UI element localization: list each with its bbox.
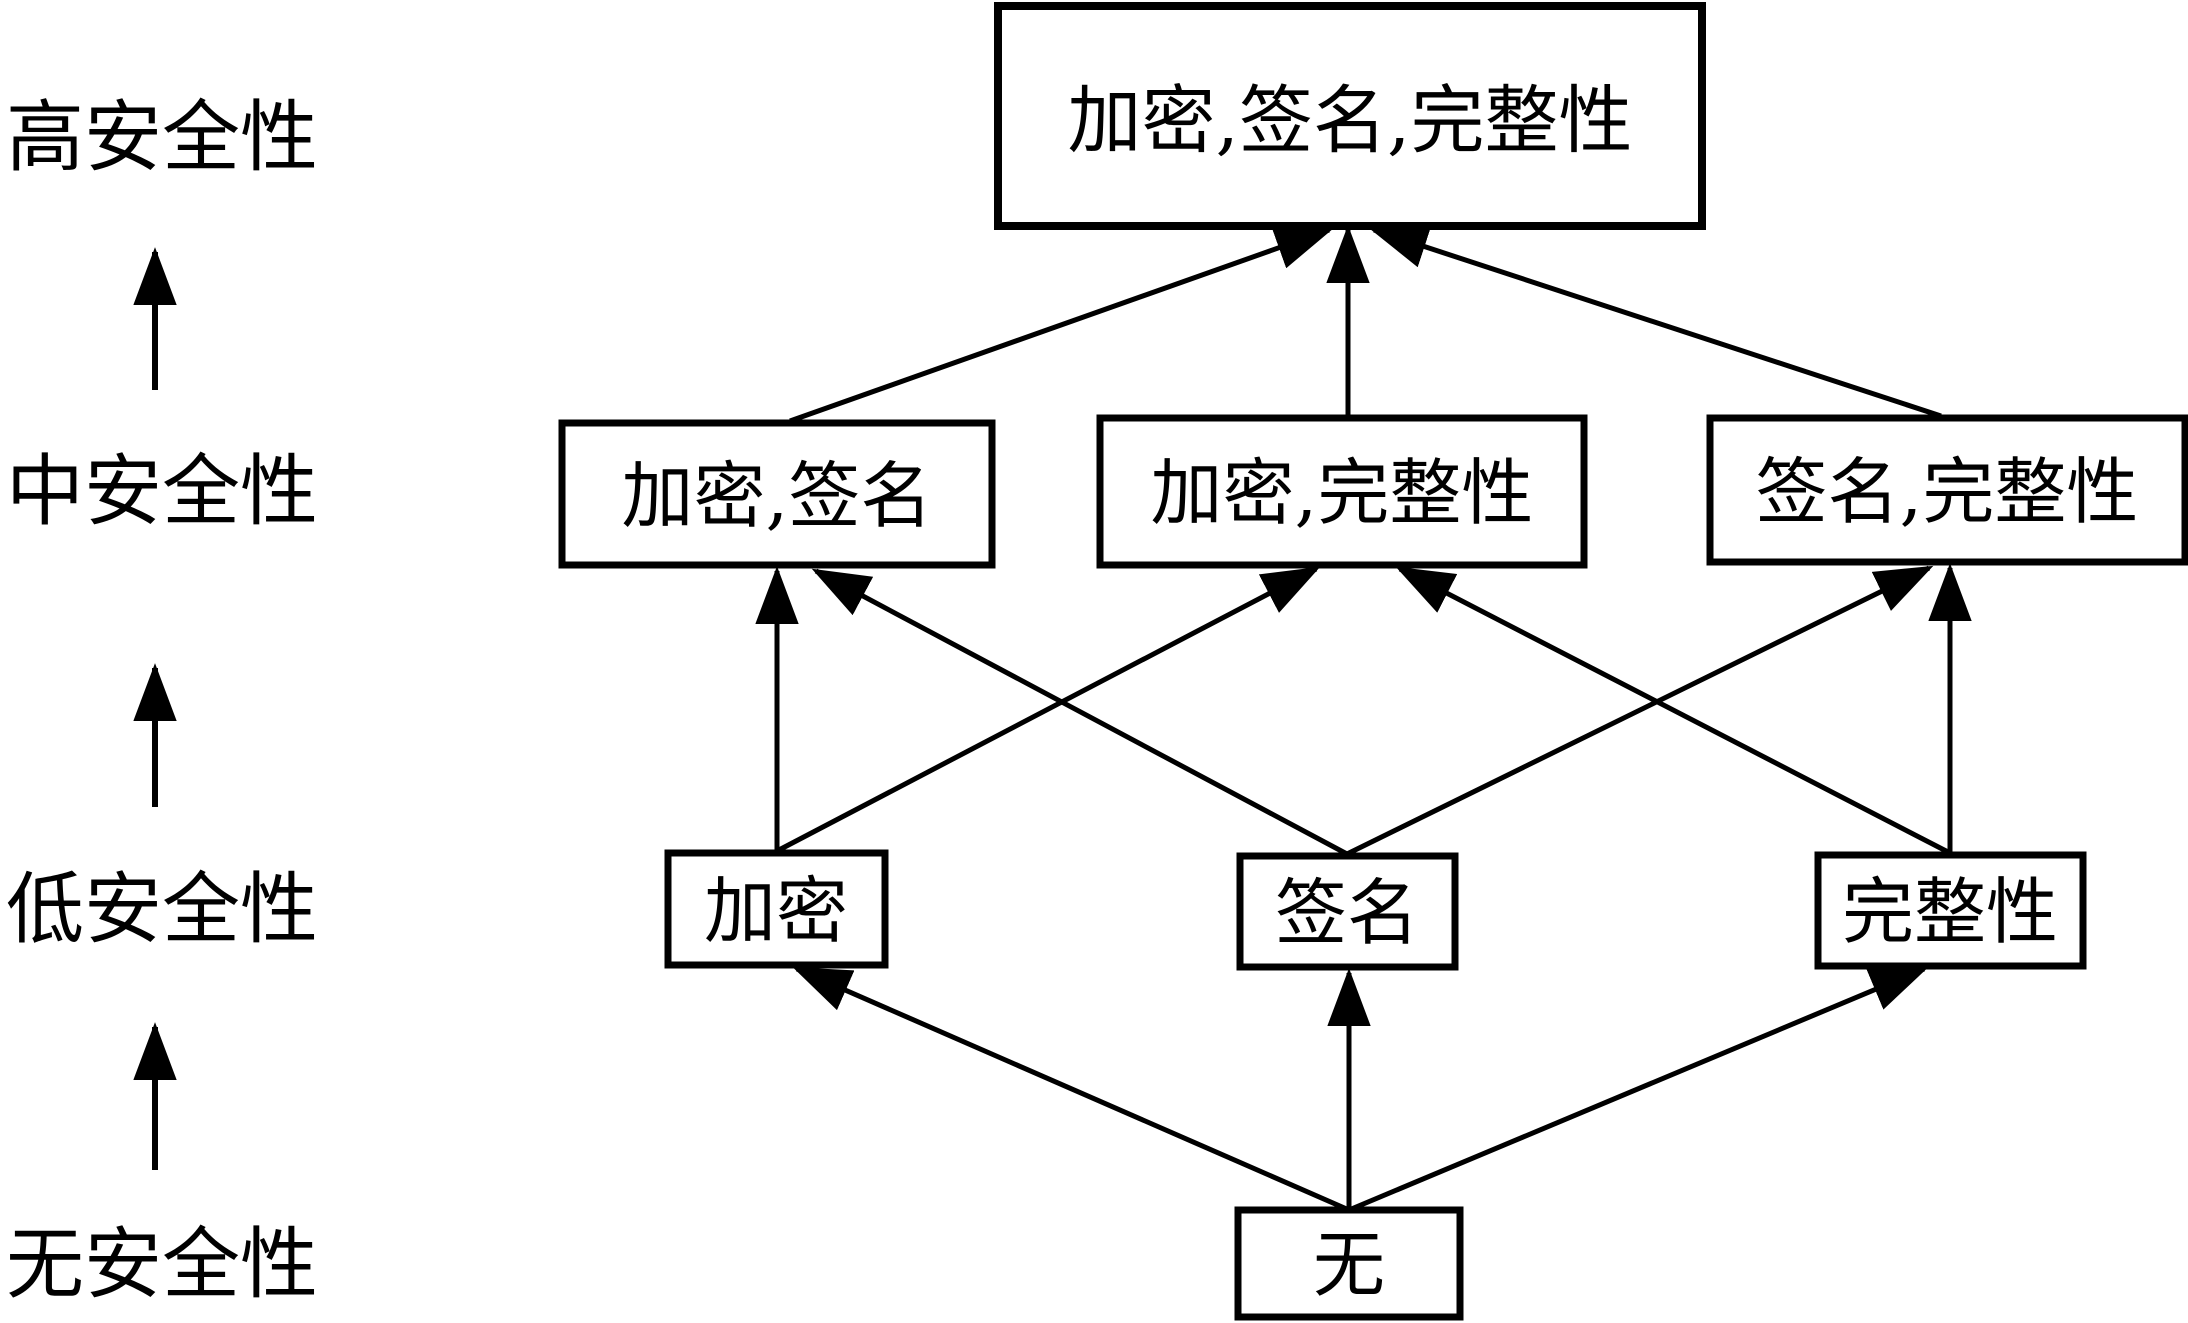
node-enc-sig-label: 加密,签名 xyxy=(622,454,933,538)
side-label-low-security: 低安全性 xyxy=(6,865,318,955)
edge-sig-to-sig-int xyxy=(1345,565,1934,857)
side-label-no-security: 无安全性 xyxy=(6,1220,318,1310)
node-sig-label: 签名 xyxy=(1275,871,1419,955)
edge-sig-int-to-top xyxy=(1369,225,1942,419)
node-sig-int-box xyxy=(1706,414,2188,566)
side-label-medium-security: 中安全性 xyxy=(6,447,318,537)
node-int-box xyxy=(1814,851,2087,970)
node-none-label: 无 xyxy=(1313,1223,1385,1307)
edge-sig-to-enc-sig xyxy=(811,568,1349,857)
edge-enc-to-enc-int xyxy=(775,566,1321,854)
node-enc-int-box xyxy=(1096,414,1588,569)
side-label-high-security: 高安全性 xyxy=(6,93,318,183)
node-none-box xyxy=(1234,1206,1464,1321)
node-sig-box xyxy=(1236,852,1459,971)
node-enc-sig-box xyxy=(558,419,996,569)
edge-enc-sig-to-top xyxy=(789,227,1334,424)
node-enc-box xyxy=(664,849,889,969)
node-enc-int-label: 加密,完整性 xyxy=(1151,451,1534,535)
node-int-label: 完整性 xyxy=(1842,870,2058,954)
edge-none-to-enc xyxy=(792,966,1351,1213)
node-enc-label: 加密 xyxy=(704,869,848,953)
edge-int-to-enc-int xyxy=(1395,566,1952,856)
edge-none-to-int xyxy=(1348,966,1929,1213)
node-sig-int-label: 签名,完整性 xyxy=(1756,450,2139,534)
node-enc-sig-int-box xyxy=(994,2,1706,230)
node-enc-sig-int-label: 加密,签名,完整性 xyxy=(1067,78,1632,164)
